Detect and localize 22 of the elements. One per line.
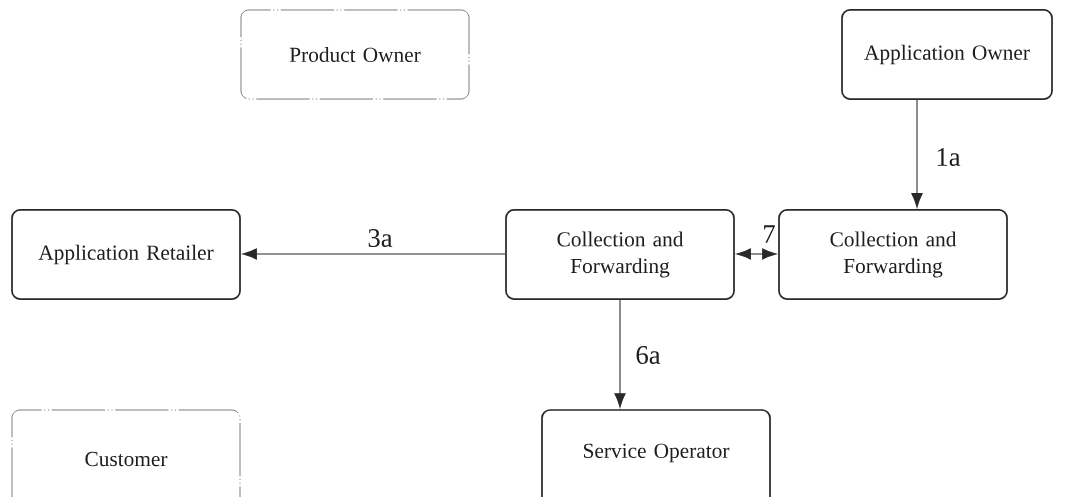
box-label: Collection and Forwarding: [557, 231, 684, 278]
arrow: [736, 248, 777, 260]
process-box: [778, 209, 1008, 300]
process-box: [505, 209, 735, 300]
edge-label: 6a: [634, 344, 662, 366]
edge-label: 1a: [934, 146, 962, 168]
arrow: [614, 299, 626, 408]
edge-label: 7: [761, 223, 777, 245]
arrow: [911, 99, 923, 208]
dashed-box: [240, 9, 470, 100]
dashed-box: [11, 409, 241, 497]
box-label: Service Operator: [584, 443, 730, 463]
edge-label: 3a: [366, 227, 394, 249]
box-label: Collection and Forwarding: [830, 231, 957, 278]
process-box: [841, 9, 1053, 100]
process-box: [11, 209, 241, 300]
box-label: Application Retailer: [38, 244, 214, 265]
box-label: Application Owner: [864, 44, 1030, 65]
process-box: [541, 409, 771, 497]
box-label: Customer: [85, 451, 168, 467]
arrow: [242, 248, 506, 260]
box-label: Product Owner: [289, 47, 421, 62]
